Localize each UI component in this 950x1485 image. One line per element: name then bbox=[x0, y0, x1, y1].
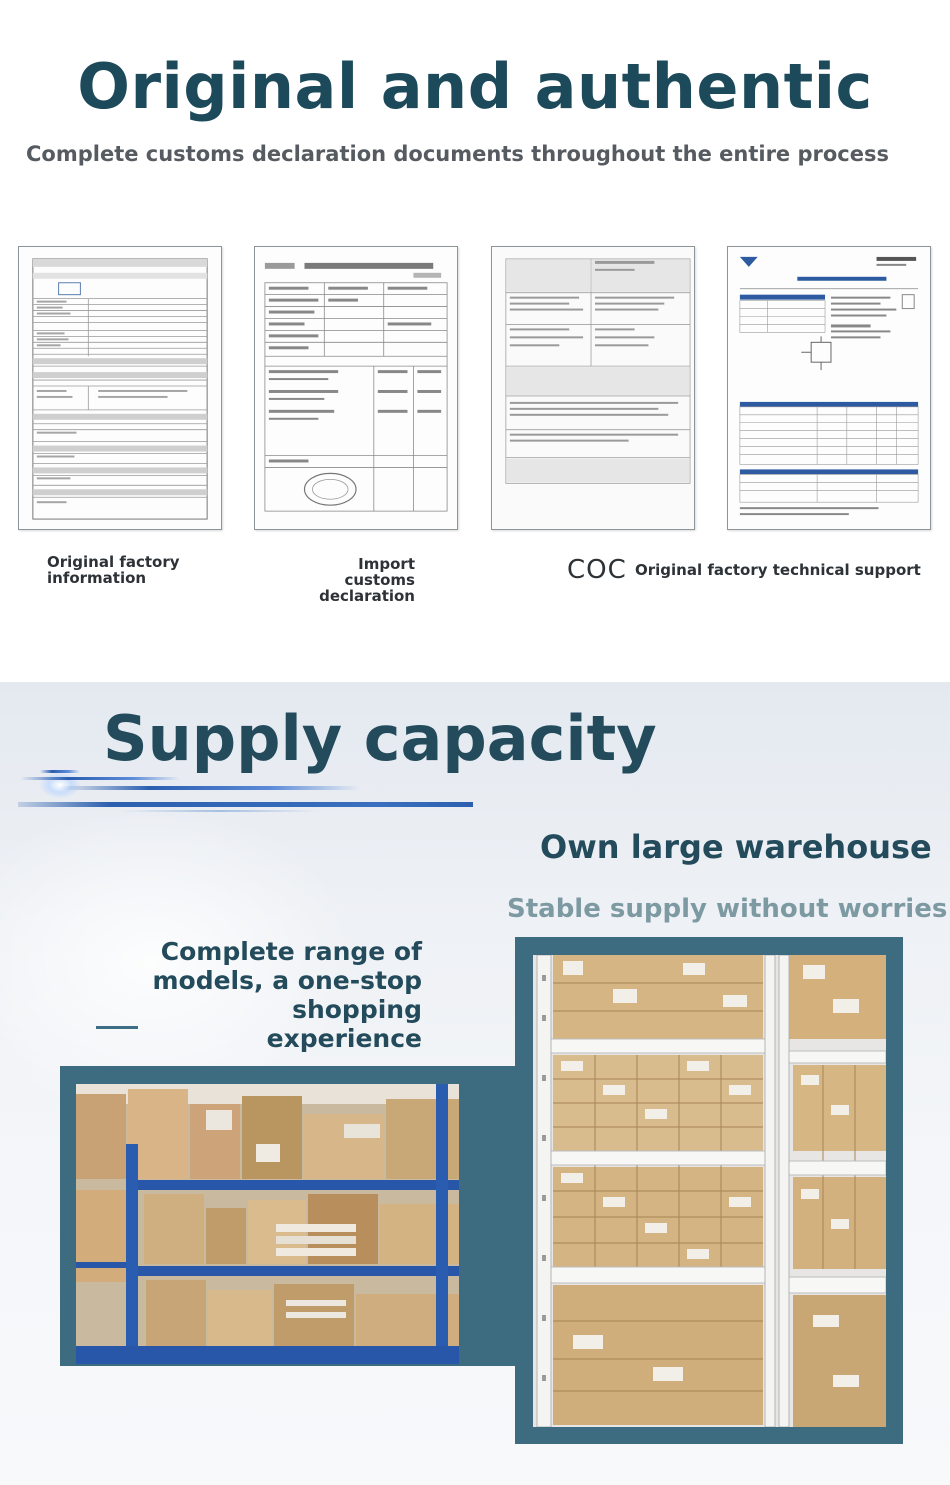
coc-label: COC bbox=[567, 555, 627, 585]
authenticity-title: Original and authentic bbox=[77, 50, 873, 123]
datasheet-document bbox=[727, 246, 931, 530]
decor-streak bbox=[40, 770, 80, 773]
decor-dash bbox=[96, 1026, 138, 1029]
photo-frame-connector bbox=[470, 1066, 520, 1366]
caption-import-customs: Import customs declaration bbox=[319, 555, 415, 605]
factory-info-document bbox=[18, 246, 222, 530]
decor-streak bbox=[60, 786, 360, 790]
stable-supply-text: Stable supply without worries bbox=[507, 894, 948, 924]
supply-section: Supply capacity Own large warehouse Stab… bbox=[0, 682, 950, 1485]
decor-streak bbox=[120, 810, 320, 812]
warehouse-photo-blue-shelves bbox=[76, 1084, 459, 1364]
warehouse-photo-white-shelves bbox=[533, 955, 886, 1427]
complete-range-text: Complete range of models, a one-stop sho… bbox=[152, 937, 422, 1053]
decor-streak bbox=[20, 777, 180, 780]
caption-factory-info: Original factory information bbox=[47, 553, 180, 587]
decor-streak bbox=[18, 802, 473, 807]
coc-document bbox=[491, 246, 695, 530]
supply-title: Supply capacity bbox=[103, 702, 657, 775]
caption-tech-support: Original factory technical support bbox=[635, 561, 921, 579]
authenticity-section: Original and authentic Complete customs … bbox=[0, 0, 950, 682]
authenticity-subtitle: Complete customs declaration documents t… bbox=[26, 142, 889, 166]
light-flare bbox=[40, 772, 80, 798]
customs-declaration-document bbox=[254, 246, 458, 530]
own-warehouse-heading: Own large warehouse bbox=[540, 828, 932, 866]
